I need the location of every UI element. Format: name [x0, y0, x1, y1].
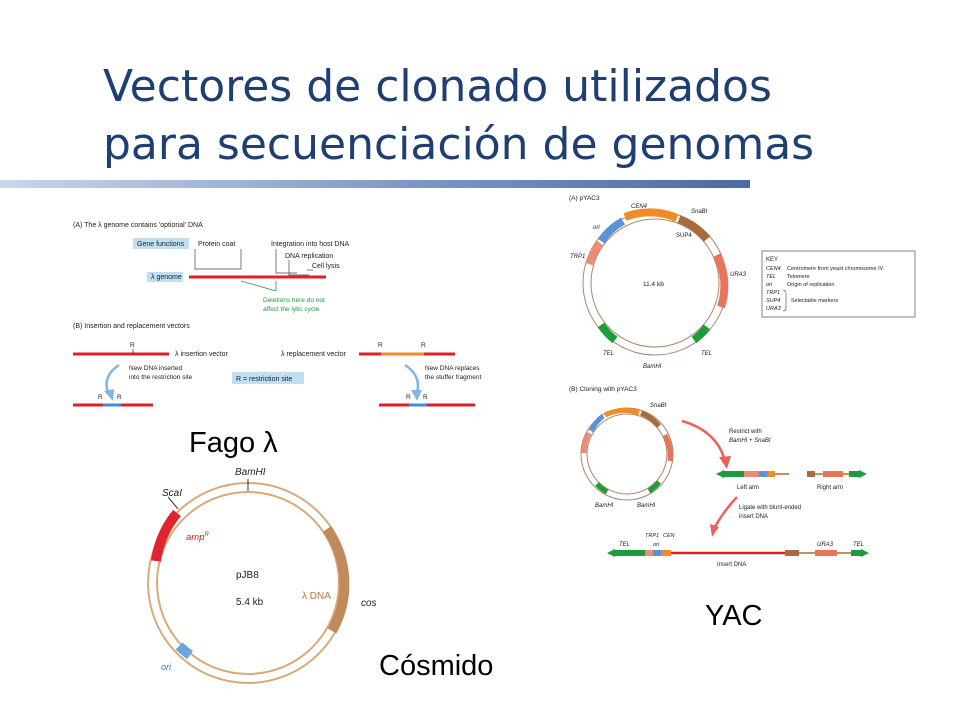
insert-dna-label: Insert DNA: [717, 562, 746, 568]
ori-segment-yac: [597, 217, 626, 244]
lambda-dna-label: λ DNA: [302, 591, 331, 602]
lambda-dna-segment: [322, 526, 350, 634]
scai-label: ScaI: [162, 488, 182, 499]
bamhi-label-yac: BamHI: [643, 364, 662, 370]
caption-lambda: Fago λ: [189, 427, 278, 459]
caption-cosmid: Cósmido: [379, 650, 494, 682]
cosmid-figure: BamHI ScaI ampR pJB8 5.4 kb λ DNA cos or…: [144, 463, 376, 691]
r-label-4: R: [98, 394, 103, 401]
deletions-text-1: Deletions here do not: [263, 297, 325, 304]
amp-label: ampR: [186, 532, 209, 543]
pyac3-small-ring-inner: [586, 413, 668, 495]
ori-label-yac: ori: [593, 225, 600, 231]
key-value-ori: Origin of replication: [787, 282, 834, 288]
r-label-6: R: [406, 394, 411, 401]
slide-title: Vectores de clonado utilizados para secu…: [103, 58, 923, 174]
trp1-segment: [585, 240, 604, 266]
cos-label: cos: [361, 598, 376, 609]
left-arm: [716, 470, 789, 478]
right-arm-label: Right arm: [817, 485, 843, 491]
key-item-sup4: SUP4: [766, 298, 780, 304]
lambda-genome-label: λ genome: [151, 274, 182, 281]
r-label-3: R: [421, 342, 426, 349]
recombinant-yac: [607, 549, 869, 557]
tel-right-segment: [691, 324, 711, 344]
key-item-ura3: URA3: [766, 306, 782, 312]
cosmid-ring-inner: [156, 491, 340, 675]
left-arm-label: Left arm: [737, 485, 759, 491]
key-box: [761, 250, 916, 318]
tel-label-right: TEL: [701, 351, 712, 357]
key-title: KEY: [766, 257, 778, 263]
bamhi-label-b1: BamHI: [595, 503, 614, 509]
new-dna-replaces-1: New DNA replaces: [425, 365, 480, 372]
new-dna-inserted-2: into the restriction site: [129, 374, 193, 381]
gene-functions-label: Gene functions: [137, 241, 185, 248]
tel-label-b-right: TEL: [853, 542, 864, 548]
key-item-tel: TEL: [766, 274, 776, 280]
pyac3-size: 11.4 kb: [643, 281, 664, 288]
cen4-label: CEN4: [631, 204, 648, 210]
lambda-figure: (A) The λ genome contains 'optional' DNA…: [71, 215, 488, 413]
cen4-segment: [623, 208, 679, 222]
restriction-site-key: R = restriction site: [236, 376, 292, 383]
ligate-text-1: Ligate with blunt-ended: [739, 505, 801, 511]
replacement-vector-label: λ replacement vector: [281, 351, 347, 358]
snabi-label: SnaBI: [691, 209, 708, 215]
lambda-panel-b: (B) Insertion and replacement vectors: [73, 323, 190, 330]
r-label-2: R: [378, 342, 383, 349]
ori-label-b: ori: [653, 542, 660, 548]
restrict-text-1: Restrict with: [729, 429, 762, 435]
yac-panel-a: (A) pYAC3: [569, 195, 600, 202]
plasmid-size: 5.4 kb: [236, 597, 264, 608]
tel-label-left: TEL: [603, 351, 614, 357]
integration-label: Integration into host DNA: [271, 241, 350, 248]
cell-lysis-label: Cell lysis: [312, 263, 340, 270]
key-value-markers: Selectable markers: [791, 298, 838, 304]
new-dna-replaces-2: the stuffer fragment: [425, 374, 481, 381]
bamhi-label-b2: BamHI: [637, 503, 656, 509]
deletions-text-2: affect the lytic cycle: [263, 306, 320, 313]
bamhi-label: BamHI: [235, 467, 266, 478]
caption-yac: YAC: [705, 600, 763, 632]
sup4-label: SUP4: [676, 233, 692, 239]
snabi-label-b: SnaBI: [650, 403, 667, 409]
plasmid-name: pJB8: [236, 570, 259, 581]
r-label-7: R: [423, 394, 428, 401]
r-label-1: R: [130, 342, 135, 349]
yac-panel-b: (B) Cloning with pYAC3: [569, 386, 637, 393]
title-line-1: Vectores de clonado utilizados: [103, 61, 772, 112]
right-arm: [807, 470, 867, 478]
cen-label-b: CEN: [663, 533, 675, 539]
key-item-ori: ori: [766, 282, 773, 288]
dna-replication-label: DNA replication: [285, 253, 333, 260]
protein-coat-label: Protein coat: [198, 241, 235, 248]
key-value-tel: Telomere: [787, 274, 810, 280]
amp-segment: [151, 509, 181, 562]
title-line-2: para secuenciación de genomas: [103, 119, 815, 170]
snabi-segment: [677, 215, 711, 242]
ori-label: ori: [161, 662, 172, 672]
key-item-trp1: TRP1: [766, 290, 780, 296]
trp1-label-b: TRP1: [645, 533, 659, 539]
ligate-text-2: insert DNA: [739, 514, 768, 520]
trp1-label: TRP1: [570, 254, 585, 260]
ori-segment: [175, 642, 193, 660]
tel-left-segment: [597, 322, 618, 344]
title-rule: [0, 180, 750, 188]
ura3-segment: [713, 253, 729, 309]
insertion-vector-label: λ insertion vector: [175, 351, 229, 358]
pyac3-ring-inner: [590, 218, 720, 348]
restrict-text-2: BamHI + SnaBI: [729, 438, 771, 444]
yac-figure: (A) pYAC3 CEN4 SnaBI SUP4 ori TRP1 URA3 …: [567, 191, 919, 570]
ura3-label-b: URA3: [817, 542, 834, 548]
lambda-panel-a: (A) The λ genome contains 'optional' DNA: [73, 222, 203, 229]
key-item-cen4: CEN4: [766, 266, 781, 272]
tel-label-b-left: TEL: [619, 542, 630, 548]
new-dna-inserted-1: New DNA inserted: [129, 365, 182, 372]
r-label-5: R: [117, 394, 122, 401]
ura3-label: URA3: [730, 272, 747, 278]
key-value-cen4: Centromere from yeast chromosome IV: [787, 266, 884, 272]
